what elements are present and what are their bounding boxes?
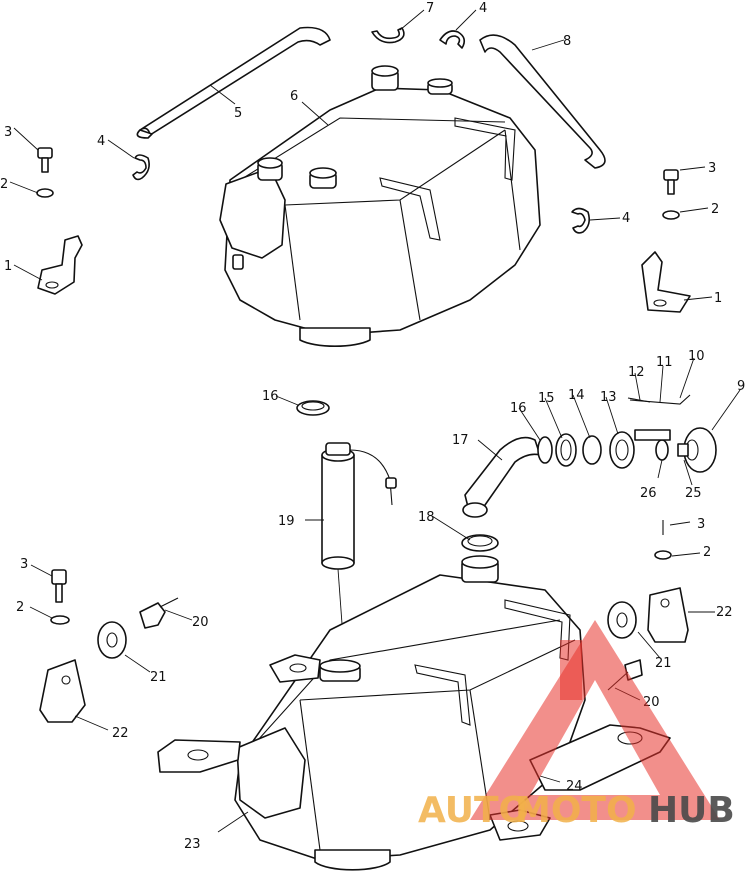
- leader-lines: [9, 9, 741, 833]
- callout-25: 25: [685, 486, 702, 501]
- watermark-text-hub: HUB: [648, 790, 735, 831]
- callout-4: 4: [97, 134, 105, 149]
- watermark-triangle: [470, 620, 720, 820]
- clip-4-left: [132, 154, 150, 181]
- watermark-logo: AUTO MOTO HUB: [418, 620, 735, 831]
- callout-7: 7: [426, 1, 434, 16]
- filler-hose: [462, 436, 541, 518]
- callout-numbers: 7 4 5 6 8 4 3 2 1 3 2 4 1 16 19 17 18 16…: [0, 1, 745, 852]
- clip-7: [371, 27, 405, 44]
- clip-4-top: [439, 30, 466, 49]
- callout-8: 8: [563, 34, 571, 49]
- filler-ring-16-left: [296, 400, 330, 416]
- upper-left-hardware: [36, 147, 83, 295]
- callout-2: 2: [711, 202, 719, 217]
- callout-3: 3: [697, 517, 705, 532]
- callout-26: 26: [640, 486, 657, 501]
- filler-neck-parts: [537, 394, 691, 469]
- callout-21: 21: [150, 670, 167, 685]
- callout-22: 22: [716, 605, 733, 620]
- callout-21: 21: [655, 656, 672, 671]
- callout-10: 10: [688, 349, 705, 364]
- lower-left-hardware: [39, 569, 179, 723]
- callout-4: 4: [479, 1, 487, 16]
- fuel-sender-unit: [321, 442, 397, 666]
- callout-24: 24: [566, 779, 583, 794]
- watermark-text-auto: AUTO: [418, 790, 529, 831]
- upper-fuel-tank: [219, 65, 541, 347]
- callout-12: 12: [628, 365, 645, 380]
- callout-16: 16: [510, 401, 527, 416]
- callout-3: 3: [4, 125, 12, 140]
- callout-18: 18: [418, 510, 435, 525]
- callout-17: 17: [452, 433, 469, 448]
- callout-3: 3: [708, 161, 716, 176]
- callout-16: 16: [262, 389, 279, 404]
- callout-20: 20: [192, 615, 209, 630]
- upper-right-hardware: [641, 169, 691, 313]
- callout-19: 19: [278, 514, 295, 529]
- callout-9: 9: [737, 379, 745, 394]
- callout-3: 3: [20, 557, 28, 572]
- callout-1: 1: [4, 259, 12, 274]
- callout-2: 2: [16, 600, 24, 615]
- callout-22: 22: [112, 726, 129, 741]
- callout-4: 4: [622, 211, 630, 226]
- clip-4-right: [571, 207, 590, 234]
- callout-23: 23: [184, 837, 201, 852]
- callout-13: 13: [600, 390, 617, 405]
- callout-15: 15: [538, 391, 555, 406]
- strap-left: [136, 26, 331, 139]
- watermark-text-moto: MOTO: [515, 790, 637, 831]
- filler-ring-18: [461, 534, 499, 552]
- callout-6: 6: [290, 89, 298, 104]
- callout-11: 11: [656, 355, 673, 370]
- callout-14: 14: [568, 388, 585, 403]
- callout-1: 1: [714, 291, 722, 306]
- callout-2: 2: [703, 545, 711, 560]
- callout-2: 2: [0, 177, 8, 192]
- callout-5: 5: [234, 106, 242, 121]
- strap-right: [479, 34, 606, 169]
- fuel-cap: [677, 427, 717, 473]
